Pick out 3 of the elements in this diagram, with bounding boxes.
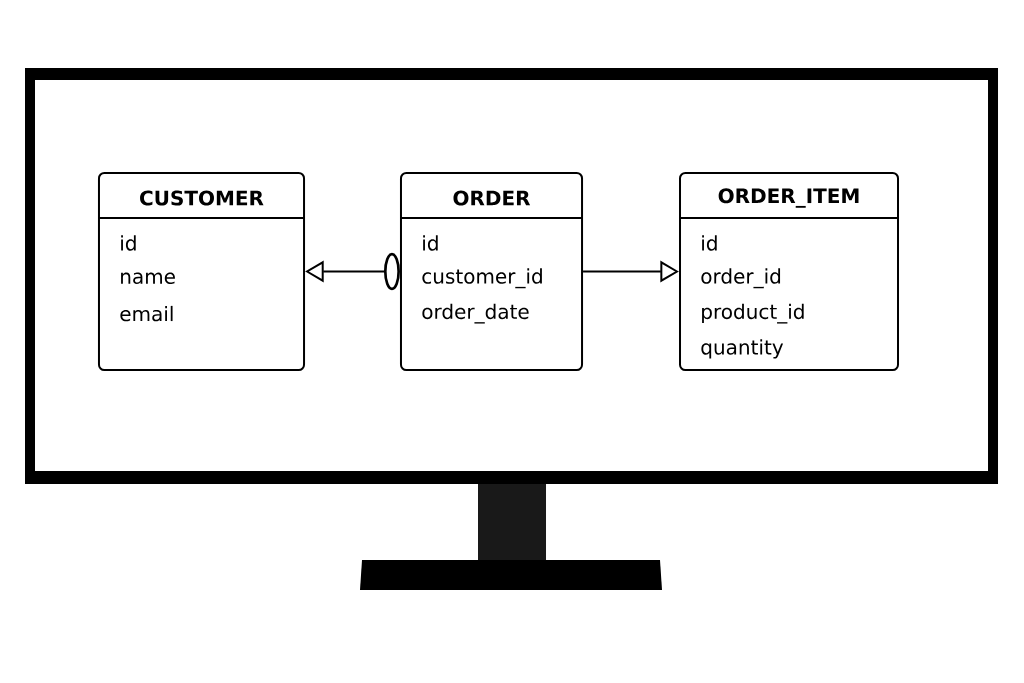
entity-table: CUSTOMER id name email	[97, 171, 306, 372]
entity-table: ORDER_ITEM id order_id product_id quantity	[679, 171, 899, 372]
entity-table: ORDER id customer_id order_date	[399, 171, 584, 372]
